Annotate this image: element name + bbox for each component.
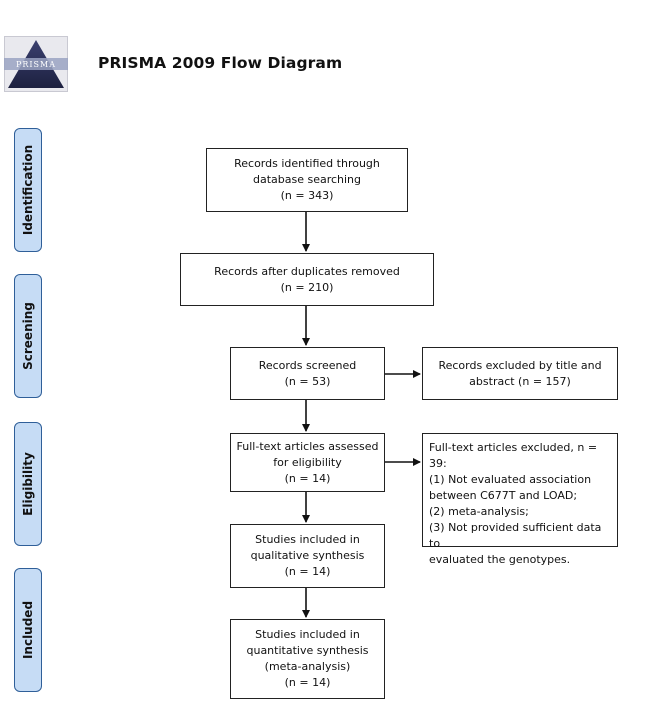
box-fulltext-assessed-text: Full-text articles assessed for eligibil… [236,439,379,485]
prisma-logo-image: PRISMA [4,40,68,88]
phase-screening: Screening [14,274,42,398]
box-qualitative-synthesis: Studies included in qualitative synthesi… [230,524,385,588]
box-fulltext-assessed: Full-text articles assessed for eligibil… [230,433,385,492]
box-records-excluded: Records excluded by title and abstract (… [422,347,618,400]
prisma-logo: PRISMA [4,36,68,92]
box-quantitative-synthesis-text: Studies included in quantitative synthes… [246,628,369,689]
box-records-identified-text: Records identified through database sear… [234,157,380,202]
box-fulltext-excluded: Full-text articles excluded, n = 39: (1)… [422,433,618,566]
box-quantitative-synthesis: Studies included in quantitative synthes… [230,619,385,699]
box-qualitative-synthesis-text: Studies included in qualitative synthesi… [250,533,365,578]
box-records-screened-text: Records screened (n = 53) [258,358,357,388]
box-fulltext-excluded-text: Full-text articles excluded, n = 39: (1)… [429,441,602,566]
phase-included: Included [14,568,42,692]
box-after-duplicates: Records after duplicates removed (n = 21… [180,253,434,306]
phase-eligibility: Eligibility [14,422,42,546]
phase-identification: Identification [14,128,42,252]
box-records-screened: Records screened (n = 53) [230,347,385,400]
box-records-identified: Records identified through database sear… [206,148,408,212]
diagram-title: PRISMA 2009 Flow Diagram [98,54,343,72]
svg-text:PRISMA: PRISMA [16,60,56,69]
box-records-excluded-text: Records excluded by title and abstract (… [438,358,602,388]
box-after-duplicates-text: Records after duplicates removed (n = 21… [214,264,400,294]
